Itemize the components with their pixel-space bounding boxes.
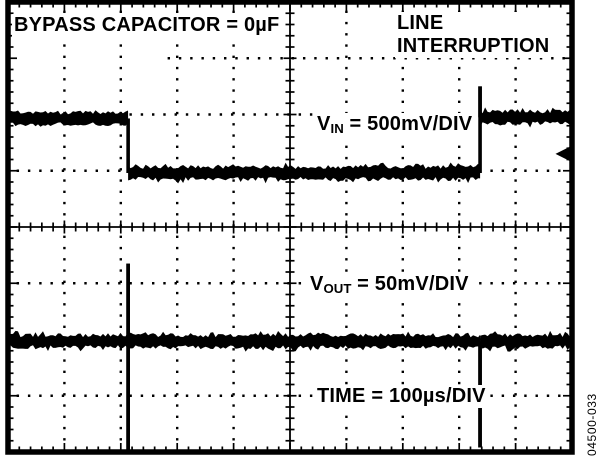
- vin-symbol: V: [317, 113, 331, 135]
- vout-scale-label: VOUT = 50mV/DIV: [308, 273, 471, 297]
- figure-number: 04500-033: [585, 393, 599, 456]
- time-scale-label: TIME = 100µs/DIV: [315, 385, 488, 408]
- vout-subscript: OUT: [323, 281, 352, 297]
- vout-symbol: V: [310, 273, 324, 295]
- bypass-capacitor-label: BYPASS CAPACITOR = 0µF: [12, 14, 282, 37]
- vin-trace: [8, 86, 572, 184]
- line-interruption-label-line1: LINE: [397, 12, 444, 34]
- line-interruption-label-line2: INTERRUPTION: [397, 35, 550, 57]
- vout-trace: [8, 263, 572, 452]
- vin-subscript: IN: [330, 121, 344, 137]
- line-interruption-label: LINE INTERRUPTION: [395, 12, 552, 58]
- graticule-dotted-gridlines: [11, 5, 569, 449]
- vin-scale-value: = 500mV/DIV: [343, 113, 473, 135]
- vout-scale-value: = 50mV/DIV: [351, 273, 469, 295]
- vin-scale-label: VIN = 500mV/DIV: [315, 113, 475, 137]
- ground-marker-icon: [555, 146, 570, 161]
- screen-border: [5, 0, 575, 455]
